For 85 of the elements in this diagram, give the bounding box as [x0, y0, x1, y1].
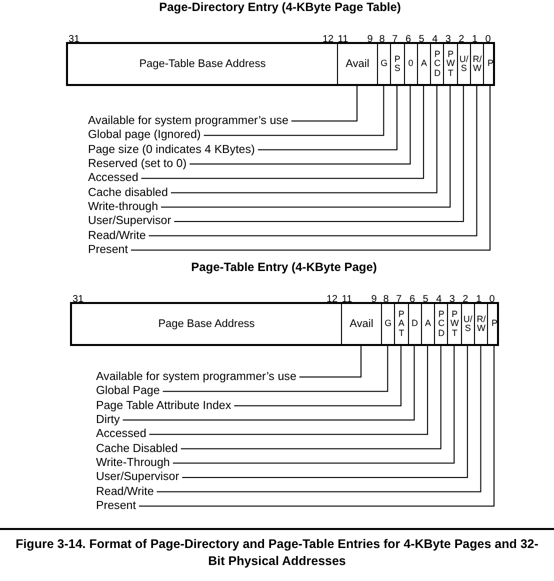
field-description: Dirty: [96, 413, 120, 428]
bit-field: A: [416, 44, 430, 84]
leader-line: [148, 84, 478, 236]
bit-number: 2: [462, 293, 468, 306]
bit-field: PCD: [434, 304, 448, 344]
leader-line: [162, 344, 388, 392]
bit-field: G: [377, 44, 390, 84]
bit-field: Page-Table Base Address: [68, 44, 337, 84]
bit-field: Page Base Address: [72, 304, 341, 344]
register-box: [70, 302, 499, 346]
leader-line: [138, 344, 495, 507]
bit-field: Avail: [337, 44, 377, 84]
bit-number: 12: [326, 293, 338, 306]
leader-line: [203, 84, 384, 136]
leader-line: [298, 344, 362, 378]
bit-number: 12: [322, 33, 334, 46]
bit-field: PAT: [394, 304, 408, 344]
bit-number: 9: [371, 293, 377, 306]
field-description: User/Supervisor: [88, 214, 172, 228]
field-description: Global Page: [96, 384, 160, 398]
bit-field: P: [483, 44, 497, 84]
leader-line: [148, 344, 428, 435]
leader-line: [257, 84, 398, 150]
bit-field: PWT: [447, 304, 461, 344]
leader-line: [172, 344, 455, 464]
bit-field: PWT: [443, 44, 457, 84]
bit-number: 6: [405, 33, 412, 46]
diagram-heading: Page-Table Entry (4-KByte Page): [191, 261, 377, 274]
field-description: Page size (0 indicates 4 KBytes): [88, 142, 255, 157]
figure-caption: Figure 3-14. Format of Page-Directory and Page-Table Entries for 4-KByte Pages and 32-Bit Physical Addresses: [14, 536, 540, 570]
field-description: Global page (Ignored): [88, 128, 201, 142]
bit-number: 31: [72, 293, 84, 306]
bit-number: 7: [392, 33, 398, 46]
leader-line: [234, 344, 402, 406]
bit-number: 3: [449, 293, 455, 306]
leader-line: [130, 84, 491, 251]
bit-number: 0: [489, 293, 495, 306]
leader-line: [174, 84, 464, 222]
bit-field: A: [420, 304, 434, 344]
field-description: Available for system programmer’s use: [88, 114, 288, 128]
field-description: User/Supervisor: [96, 470, 180, 484]
bit-field: R/W: [474, 304, 488, 344]
field-description: Write-through: [88, 200, 158, 214]
bit-number: 8: [383, 293, 389, 306]
bit-field: PCD: [430, 44, 444, 84]
bit-number: 11: [342, 293, 352, 306]
field-description: Page Table Attribute Index: [96, 398, 232, 413]
leader-line: [182, 344, 468, 478]
bit-field: D: [408, 304, 421, 344]
field-description: Reserved (set to 0): [88, 157, 187, 172]
bit-number: 7: [396, 293, 402, 306]
leader-line: [180, 344, 442, 450]
bit-number: 3: [445, 33, 451, 46]
bit-number: 4: [432, 33, 438, 46]
bit-field: U/S: [460, 304, 474, 344]
bit-number: 1: [472, 33, 478, 46]
bit-number: 31: [68, 33, 80, 46]
bit-number: 0: [485, 33, 491, 46]
bit-number: 2: [458, 33, 464, 46]
bit-field: Avail: [341, 304, 381, 344]
leader-line: [156, 344, 482, 492]
bit-field: U/S: [456, 44, 470, 84]
leader-line: [160, 84, 451, 208]
bit-field: P: [487, 304, 501, 344]
bit-number: 4: [436, 293, 442, 306]
bit-number: 11: [338, 33, 348, 46]
register-box: [66, 42, 495, 86]
bit-number: 5: [418, 33, 424, 46]
bit-number: 5: [422, 293, 428, 306]
bit-field: PS: [390, 44, 404, 84]
leader-line: [170, 84, 438, 194]
leader-line: [122, 344, 415, 421]
bit-field: G: [381, 304, 394, 344]
bit-number: 1: [476, 293, 482, 306]
leader-line: [290, 84, 358, 122]
bit-field: R/W: [470, 44, 484, 84]
bit-number: 6: [409, 293, 416, 306]
bit-number: 9: [367, 33, 373, 46]
bit-number: 8: [379, 33, 385, 46]
field-description: Write-Through: [96, 456, 170, 470]
leader-line: [140, 84, 424, 179]
field-description: Available for system programmer’s use: [96, 370, 296, 384]
diagram-heading: Page-Directory Entry (4-KByte Page Table): [159, 1, 401, 14]
leader-line: [189, 84, 411, 165]
bit-field: 0: [404, 44, 417, 84]
